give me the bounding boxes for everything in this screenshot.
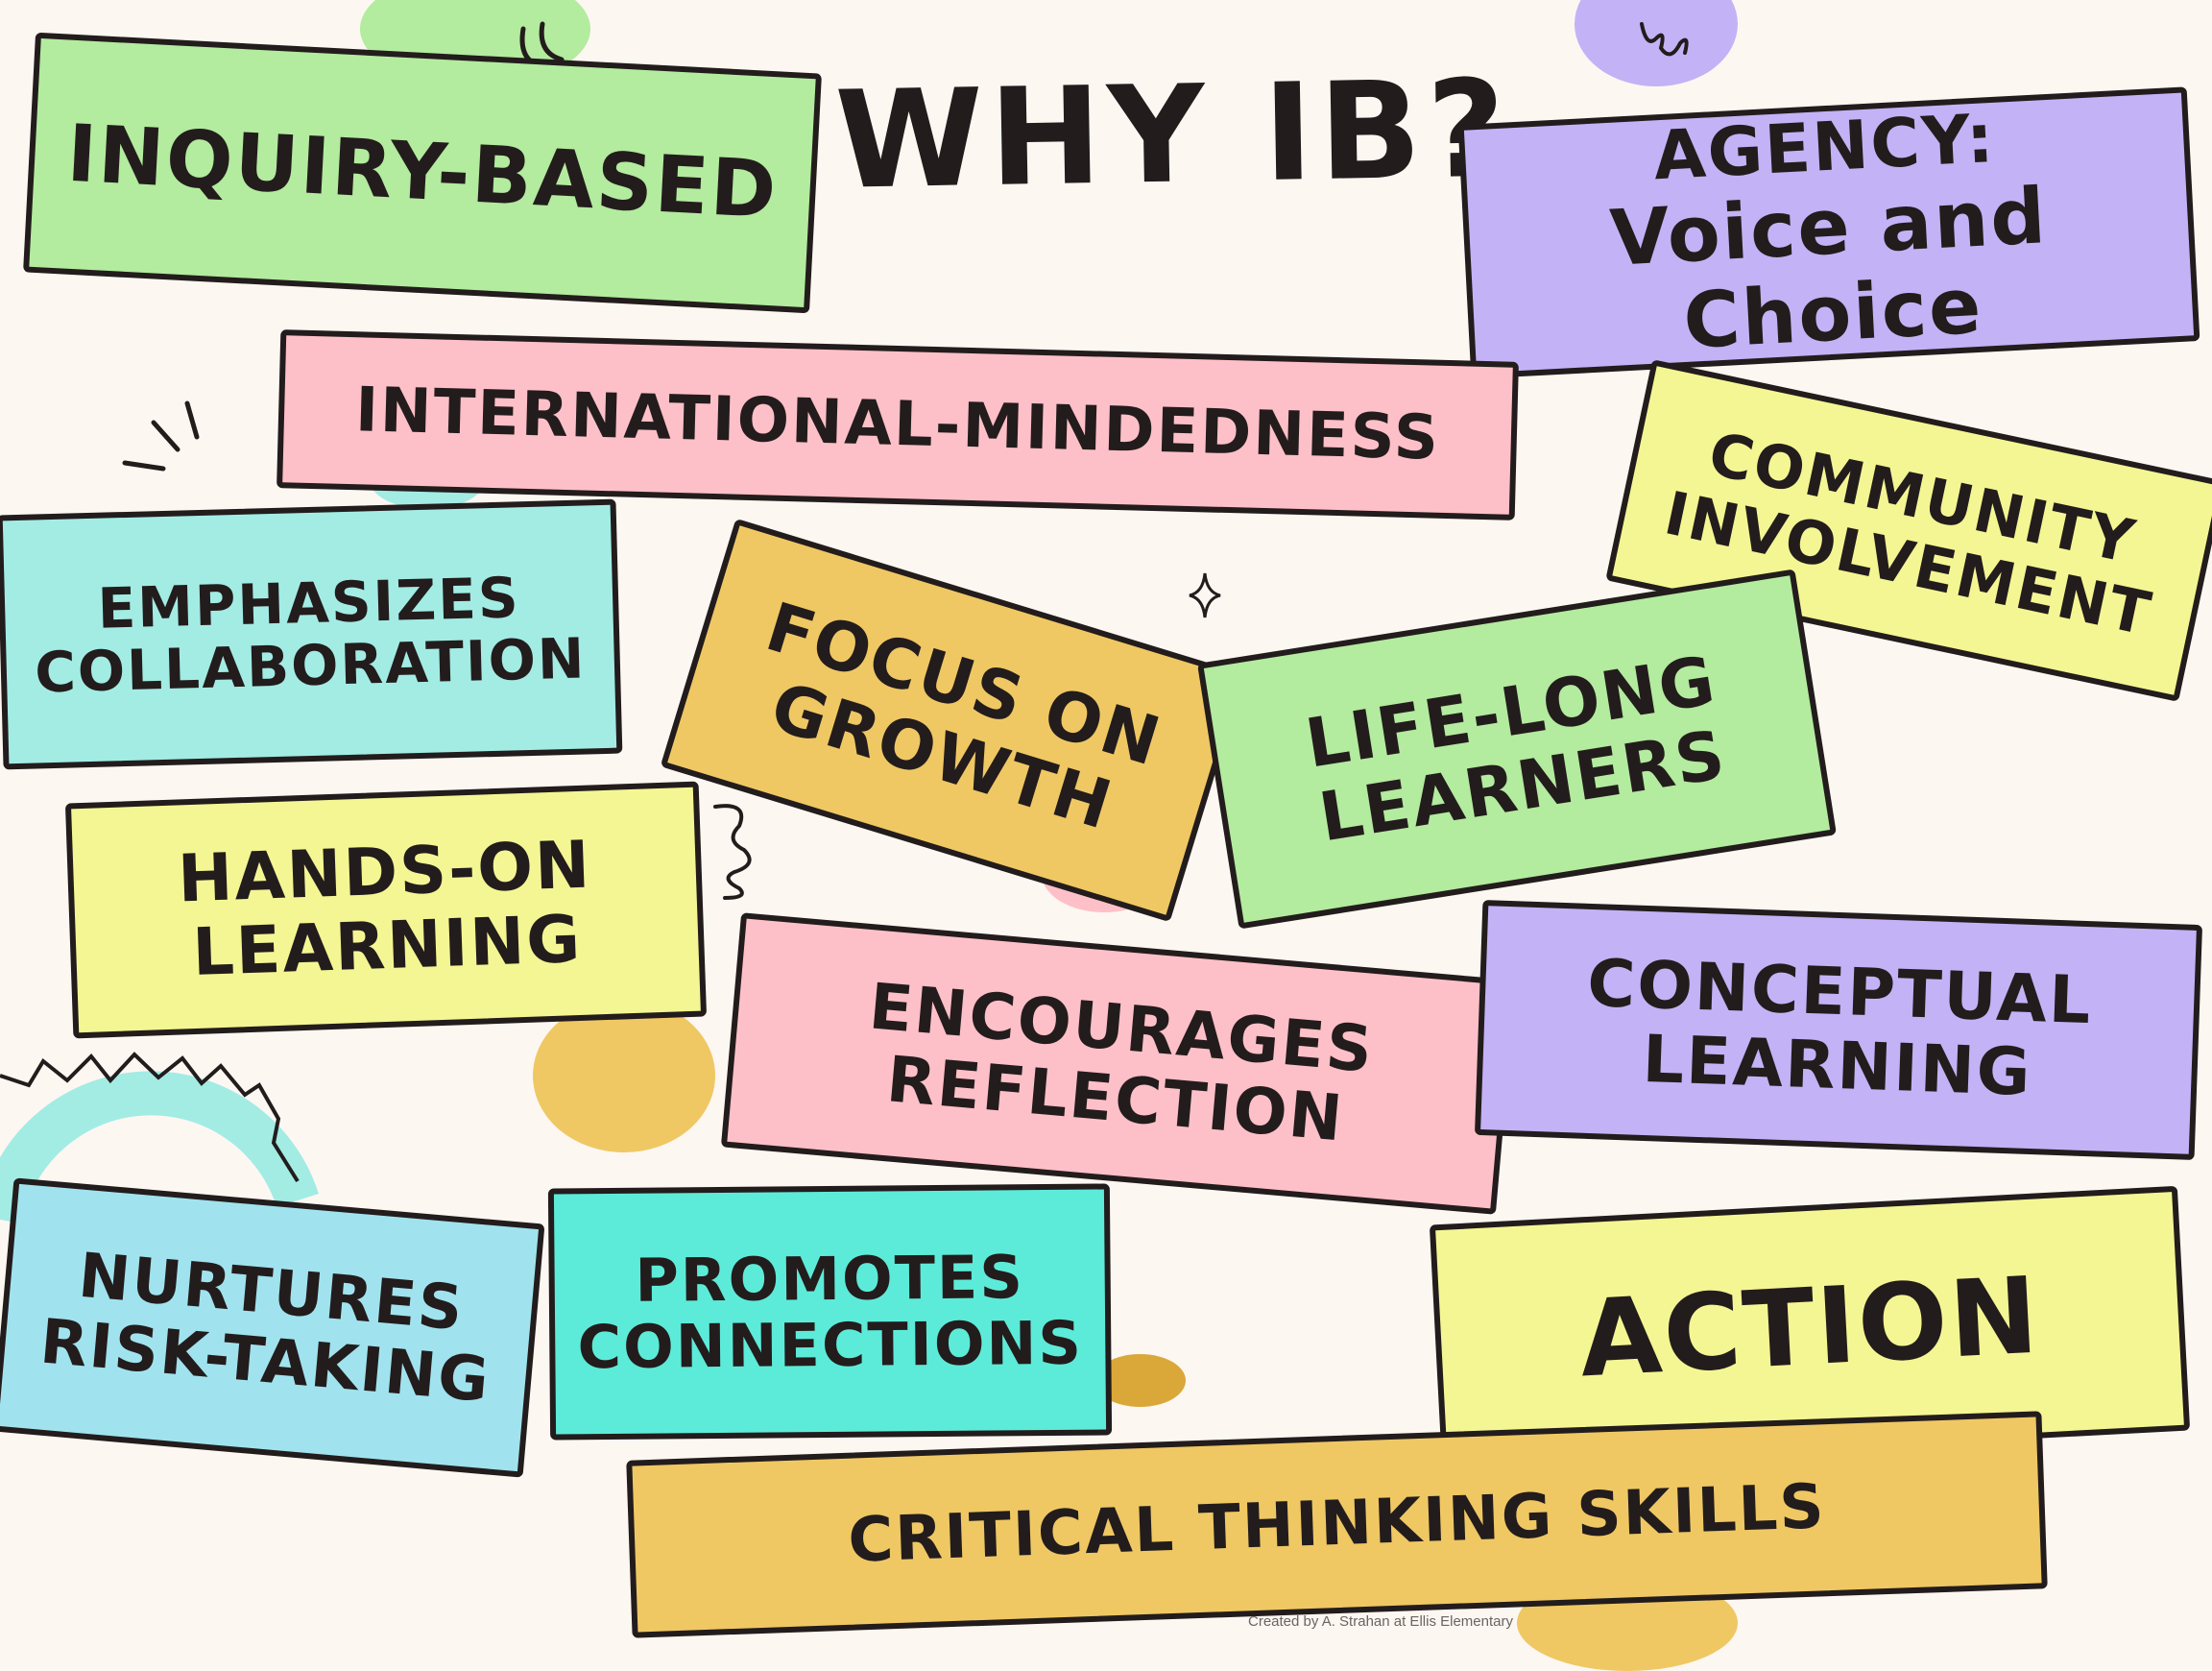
squiggle-icon [713,804,752,900]
orange-blob-1 [533,999,715,1152]
card-text: INQUIRY-BASED [64,108,781,237]
card-text: ACTION [1576,1253,2043,1401]
motion-lines-icon [122,400,200,472]
zigzag-arc-decoration [0,1052,319,1224]
card-promotes-connections: PROMOTES CONNECTIONS [547,1183,1113,1441]
card-agency: AGENCY: Voice and Choice [1457,86,2200,379]
card-text-line-2: COLLABORATION [34,624,588,705]
card-text-line-2: CONNECTIONS [577,1307,1084,1383]
card-text-line-2: LEARNING [1641,1021,2033,1111]
card-life-long-learners: LIFE-LONG LEARNERS [1196,569,1838,930]
card-nurtures-risk-taking: NURTURES RISK-TAKING [0,1177,545,1478]
page-title: WHY IB? [833,51,1513,220]
swirl-icon [1640,22,1689,57]
card-conceptual-learning: CONCEPTUAL LEARNING [1474,899,2203,1161]
card-hands-on-learning: HANDS-ON LEARNING [64,781,708,1039]
card-international-mindedness: INTERNATIONAL-MINDEDNESS [276,329,1519,521]
card-encourages-reflection: ENCOURAGES REFLECTION [720,912,1517,1215]
card-emphasizes-collaboration: EMPHASIZES COLLABORATION [0,498,623,770]
card-text: INTERNATIONAL-MINDEDNESS [354,374,1441,474]
credit-text: Created by A. Strahan at Ellis Elementar… [1248,1613,1513,1630]
card-inquiry-based: INQUIRY-BASED [23,32,822,314]
sparkle-icon [1189,572,1221,618]
card-subtext: Voice and Choice [1607,171,2050,366]
card-critical-thinking-skills: CRITICAL THINKING SKILLS [626,1411,2048,1638]
card-text: CRITICAL THINKING SKILLS [847,1470,1827,1577]
card-text-line-2: LEARNING [191,901,584,991]
card-text-line-1: PROMOTES [635,1241,1025,1316]
